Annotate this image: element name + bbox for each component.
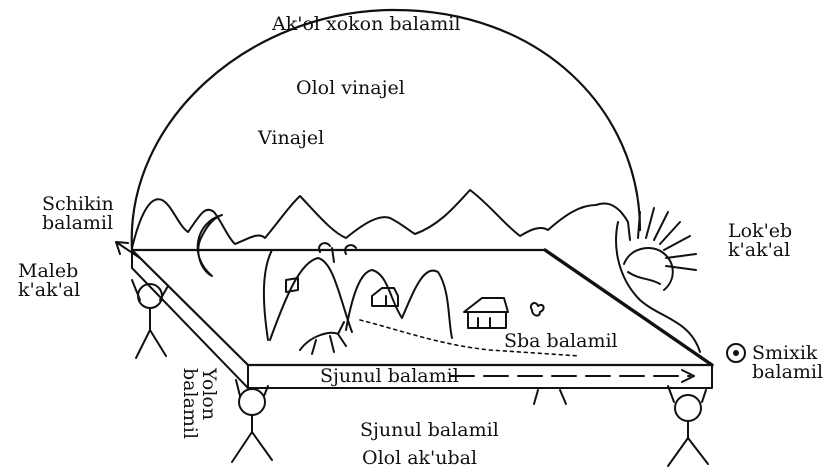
label-earth-edge: Sjunul balamil xyxy=(320,366,459,386)
house-icon xyxy=(464,298,508,328)
label-middle-sky: Olol vinajel xyxy=(296,78,405,98)
bearer-back-center xyxy=(534,390,566,404)
label-earth-surface: Sba balamil xyxy=(504,331,618,351)
cave-arch xyxy=(264,250,272,340)
bearer-front-left xyxy=(232,380,272,462)
moon-icon xyxy=(198,215,222,276)
sun-icon xyxy=(624,208,696,290)
sky-dome xyxy=(132,10,640,250)
surface-mountain-1 xyxy=(270,258,352,340)
earth-top-surface xyxy=(132,250,712,365)
label-south-vertical: Yolon balamil xyxy=(180,368,218,439)
bearer-left xyxy=(132,280,168,358)
label-east: Lok'eb k'ak'al xyxy=(728,222,792,260)
label-underworld: Olol ak'ubal xyxy=(362,448,477,468)
label-below-earth: Sjunul balamil xyxy=(360,420,499,440)
label-southeast: Smixik balamil xyxy=(752,344,823,382)
label-top-sky: Ak'ol xokon balamil xyxy=(272,14,460,34)
label-lower-sky: Vinajel xyxy=(258,128,324,148)
deer-figure xyxy=(300,322,346,354)
east-hill xyxy=(616,222,700,352)
circle-dot-icon xyxy=(727,344,745,362)
mountain-icon xyxy=(132,190,628,248)
bearer-front-right xyxy=(668,386,708,466)
flower-1 xyxy=(531,303,544,316)
label-west: Maleb k'ak'al xyxy=(18,262,80,300)
tree-1 xyxy=(319,243,356,262)
label-northwest: Schikin balamil xyxy=(42,195,114,233)
